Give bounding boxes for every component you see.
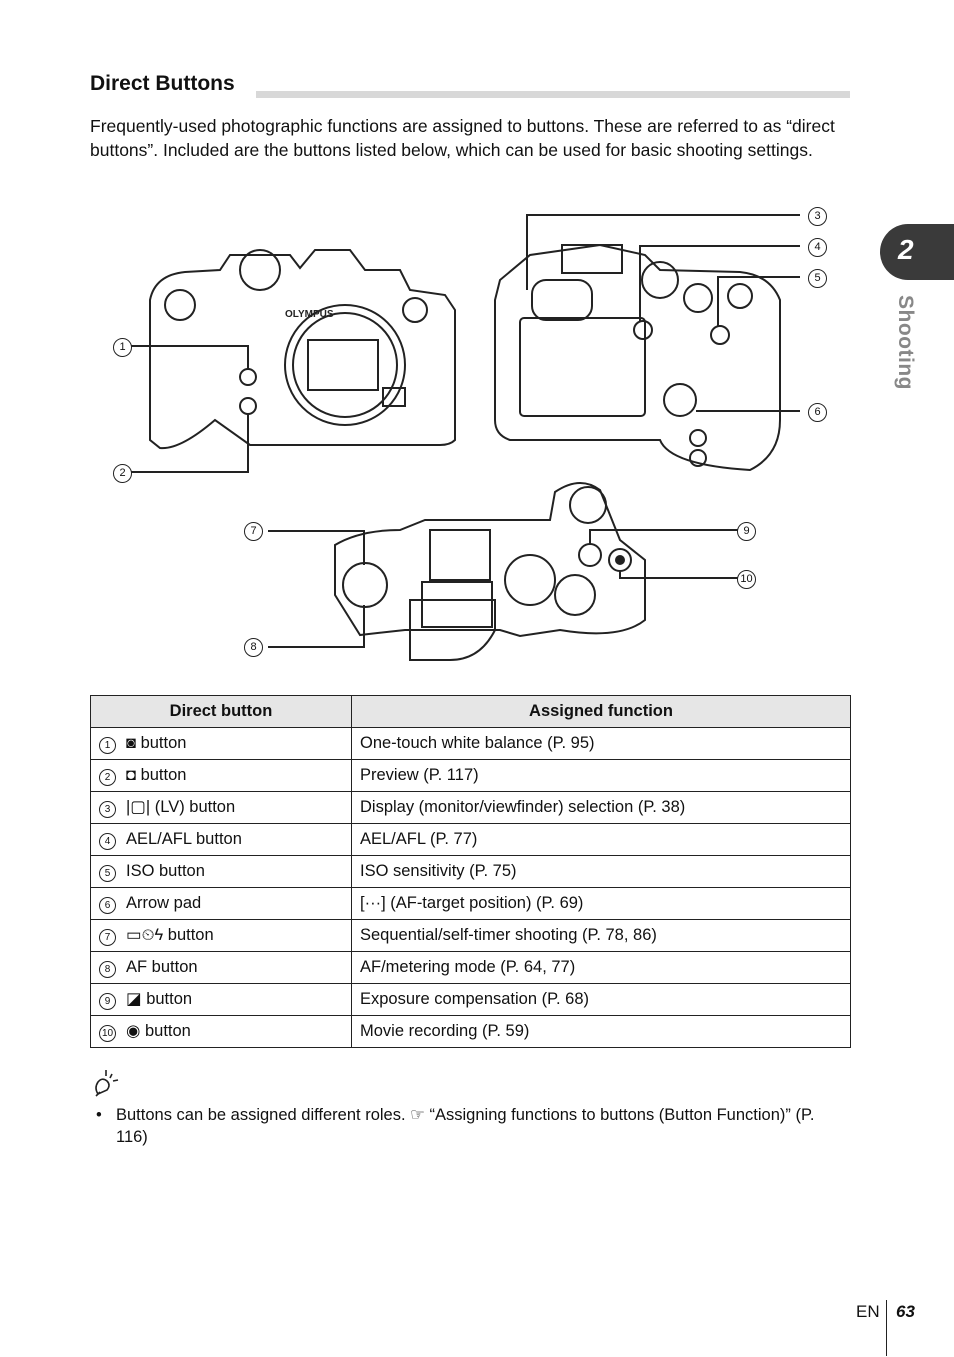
intro-paragraph: Frequently-used photographic functions a… [90,116,835,160]
button-cell: 7 ▭⏲ϟ button [90,919,352,952]
camera-illustration: OLYMPUS [130,214,800,661]
button-cell: 5 ISO button [90,855,352,888]
callout-5: 5 [808,269,827,288]
callout-8: 8 [244,638,263,657]
row-number: 7 [99,929,116,946]
row-number: 10 [99,1025,116,1042]
button-cell: 9 ◪ button [90,983,352,1016]
button-cell: 3 |▢| (LV) button [90,791,352,824]
button-name: button [144,1022,191,1040]
table-row: 4 AEL/AFL button AEL/AFL (P. 77) [90,823,851,856]
table-header-function: Assigned function [351,695,851,728]
function-cell: Display (monitor/viewfinder) selection (… [351,791,851,824]
table-row: 7 ▭⏲ϟ button Sequential/self-timer shooti… [90,919,851,952]
row-number: 4 [99,832,116,850]
callout-3: 3 [808,207,827,226]
chapter-number: 2 [898,234,914,265]
camera-figure: OLYMPUS 1 2 3 4 5 6 7 8 9 10 [100,200,860,680]
chapter-label: Shooting [894,295,917,390]
table-row: 8 AF button AF/metering mode (P. 64, 77) [90,951,851,984]
button-cell: 2 ◘ button [90,759,352,792]
row-number: 9 [99,993,116,1010]
button-cell: 10 ◉ button [90,1015,352,1048]
row-number: 2 [99,768,116,786]
function-cell: AF/metering mode (P. 64, 77) [351,951,851,984]
footer-language: EN [856,1302,880,1321]
preview-icon: ◘ [126,765,141,784]
footer-divider [886,1300,887,1356]
table-row: 6 Arrow pad [···] (AF-target position) (P… [90,887,851,920]
section-heading: Direct Buttons [90,72,235,95]
table-row: 10 ◉ button Movie recording (P. 59) [90,1015,851,1048]
row-number: 3 [99,801,116,818]
drive-mode-icon: ▭⏲ϟ [126,926,168,944]
chapter-tab [880,224,954,280]
button-cell: 8 AF button [90,951,352,984]
tip-text: Buttons can be assigned different roles.… [116,1106,815,1146]
heading-rule [256,91,850,98]
callout-6: 6 [808,403,827,422]
function-cell: Movie recording (P. 59) [351,1015,851,1048]
button-name: button [146,990,193,1008]
button-cell: 4 AEL/AFL button [90,823,352,856]
button-name: ISO button [126,861,205,880]
button-name: button [140,733,187,752]
monitor-icon: |▢| [126,798,155,816]
tip-bullet: • Buttons can be assigned different role… [96,1104,836,1148]
row-number: 8 [99,960,116,978]
table-row: 9 ◪ button Exposure compensation (P. 68) [90,983,851,1016]
callout-2: 2 [113,464,132,483]
callout-7: 7 [244,522,263,541]
row-number: 6 [99,896,116,914]
brand-logo: OLYMPUS [285,309,334,320]
function-cell: Preview (P. 117) [351,759,851,792]
function-cell: [···] (AF-target position) (P. 69) [351,887,851,920]
exposure-comp-icon: ◪ [126,990,147,1008]
function-cell: Exposure compensation (P. 68) [351,983,851,1016]
callout-10: 10 [737,570,756,589]
table-row: 5 ISO button ISO sensitivity (P. 75) [90,855,851,888]
callout-9: 9 [737,522,756,541]
button-name: button [140,765,187,784]
row-number: 1 [99,736,116,754]
table-row: 2 ◘ button Preview (P. 117) [90,759,851,792]
button-name: (LV) button [154,798,236,816]
button-cell: 1 ◙ button [90,727,352,760]
button-name: button [167,926,214,944]
direct-button-table: Direct button Assigned function 1 ◙ butto… [90,695,851,1048]
table-header-row: Direct button Assigned function [90,695,851,728]
row-number: 5 [99,864,116,882]
button-name: Arrow pad [126,893,202,912]
callout-1: 1 [113,338,132,357]
function-cell: One-touch white balance (P. 95) [351,727,851,760]
button-name: AF button [126,957,198,976]
page-number: 63 [896,1302,915,1321]
wb-icon: ◙ [126,733,141,752]
table-header-button: Direct button [90,695,352,728]
button-name: AEL/AFL button [126,829,242,848]
bullet-dot: • [96,1106,102,1124]
table-row: 1 ◙ button One-touch white balance (P. 95… [90,727,851,760]
button-cell: 6 Arrow pad [90,887,352,920]
lightbulb-tip-icon [95,1070,119,1097]
table-row: 3 |▢| (LV) button Display (monitor/viewfi… [90,791,851,824]
function-cell: AEL/AFL (P. 77) [351,823,851,856]
function-cell: Sequential/self-timer shooting (P. 78, 8… [351,919,851,952]
callout-4: 4 [808,238,827,257]
function-cell: ISO sensitivity (P. 75) [351,855,851,888]
record-icon: ◉ [126,1022,145,1040]
